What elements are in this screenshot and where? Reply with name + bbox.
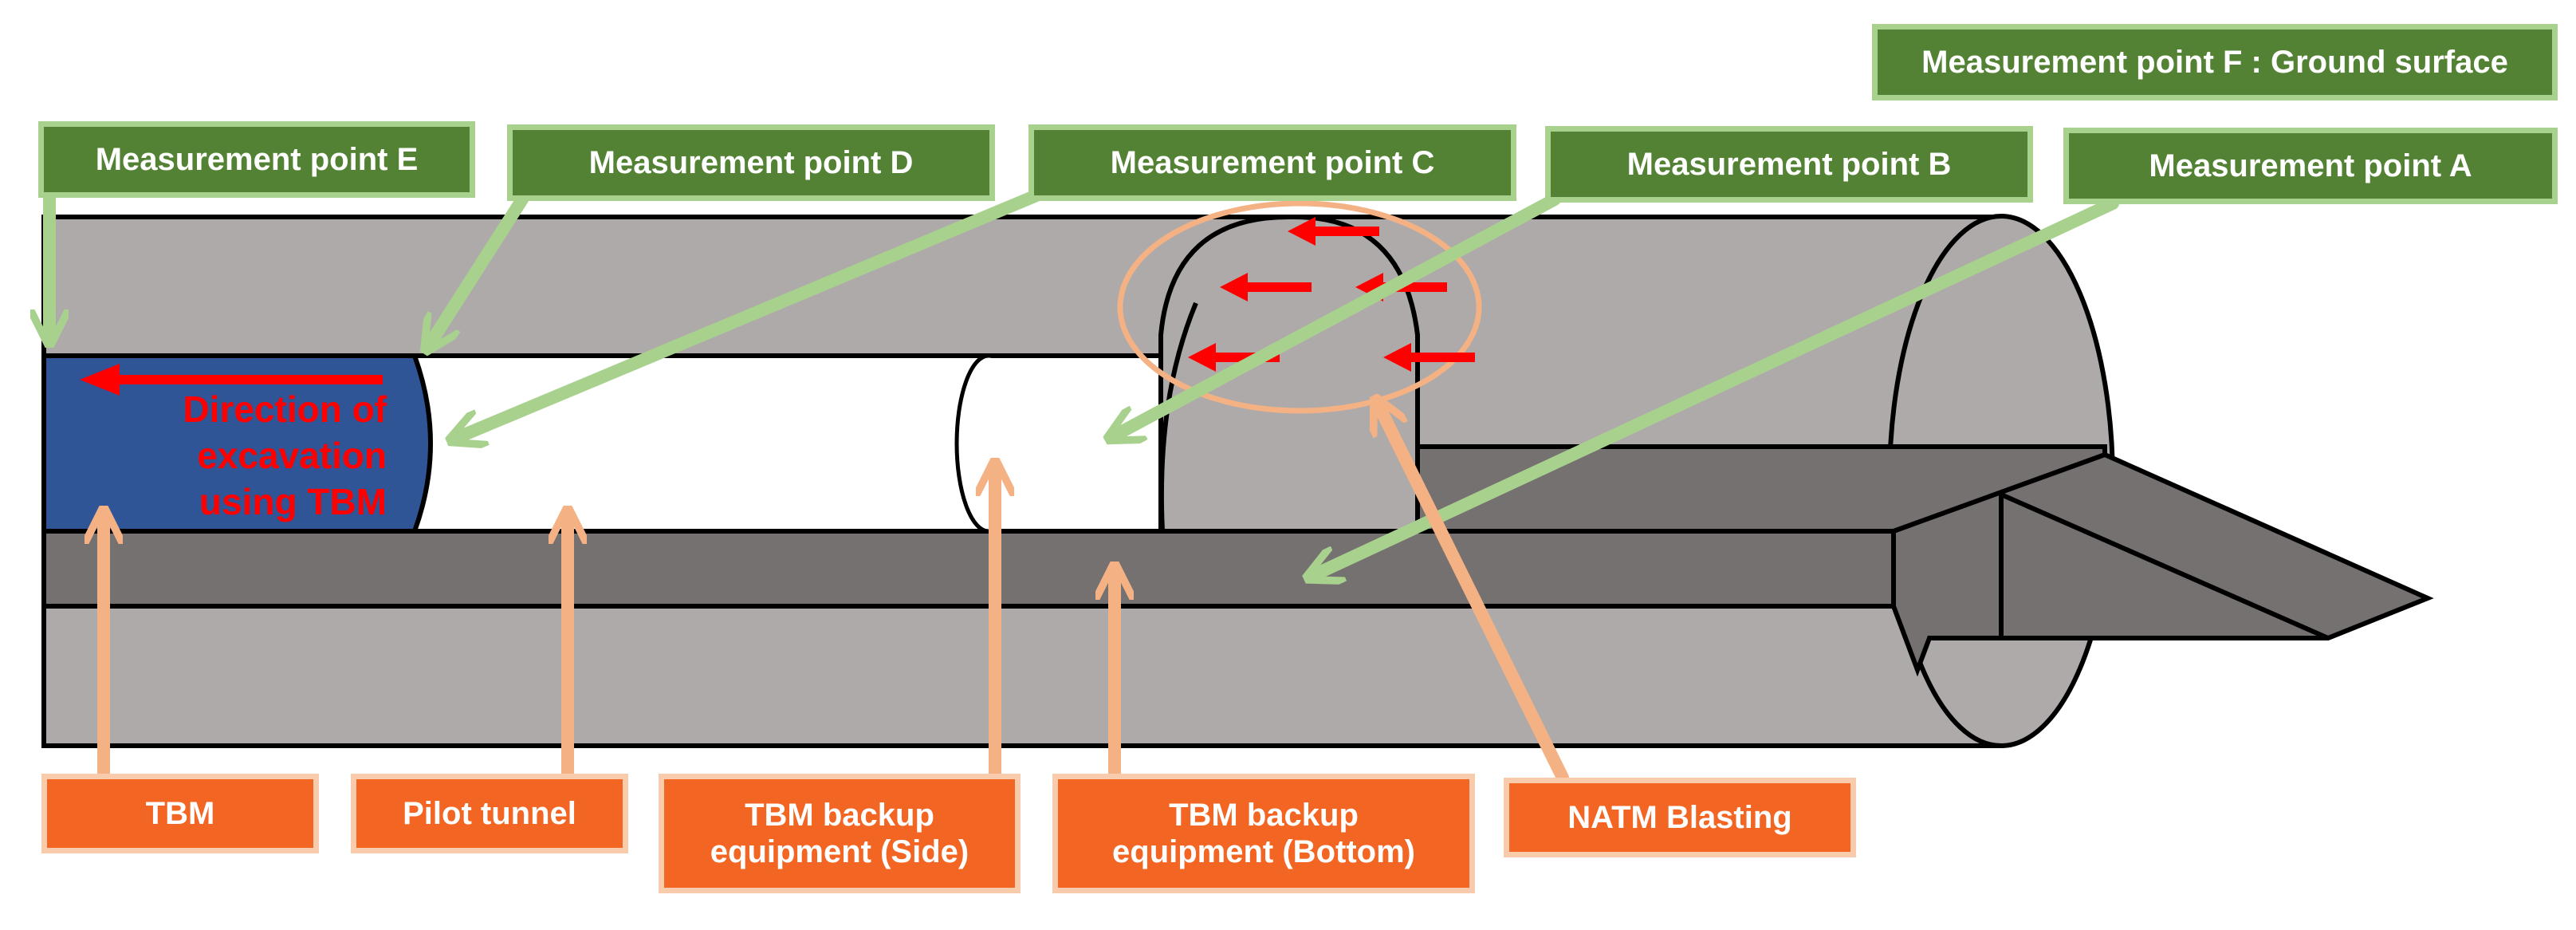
pilot-tunnel-opening xyxy=(415,356,989,531)
blast-zone-circle xyxy=(1117,200,1482,414)
pilot-tunnel-label: Pilot tunnel xyxy=(351,774,628,853)
measurement-point-d-label: Measurement point D xyxy=(507,124,995,201)
direction-line-1: Direction of xyxy=(183,388,387,430)
direction-line-3: using TBM xyxy=(199,481,387,522)
direction-line-2: excavation xyxy=(197,435,387,476)
measurement-point-c-label: Measurement point C xyxy=(1028,124,1516,201)
measurement-point-a-label: Measurement point A xyxy=(2063,128,2558,204)
tbm-machine xyxy=(41,353,433,534)
measurement-point-e-label: Measurement point E xyxy=(38,121,475,198)
backup-equipment-bottom-label: TBM backup equipment (Bottom) xyxy=(1052,774,1475,893)
natm-blasting-label: NATM Blasting xyxy=(1504,778,1856,857)
measurement-point-b-label: Measurement point B xyxy=(1545,126,2033,203)
measurement-point-f-label: Measurement point F : Ground surface xyxy=(1872,24,2558,100)
natm-arch xyxy=(1158,214,1420,534)
invert-band xyxy=(41,529,1896,609)
direction-of-excavation: Direction of excavation using TBM xyxy=(120,386,387,525)
component-arrows xyxy=(104,407,1569,784)
tbm-label: TBM xyxy=(41,774,319,853)
backup-equipment-side-label: TBM backup equipment (Side) xyxy=(659,774,1021,893)
measurement-arrows xyxy=(49,189,2119,574)
